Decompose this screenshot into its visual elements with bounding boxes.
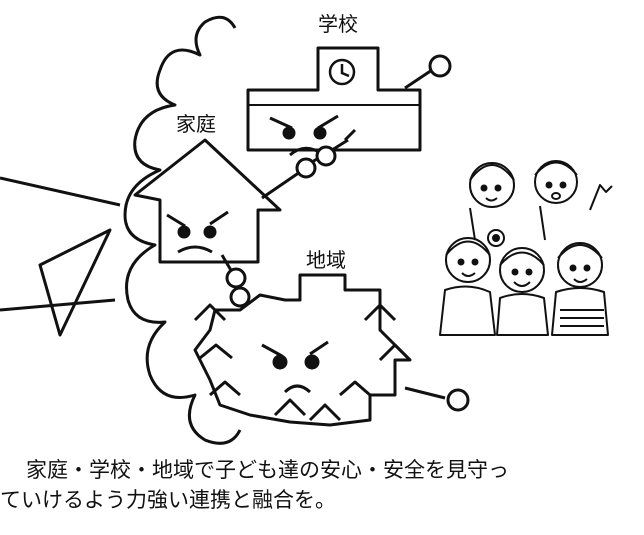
caption: 家庭・学校・地域で子ども達の安心・安全を見守っ ていけるよう力強い連携と融合を。 [0, 455, 644, 515]
home-label: 家庭 [176, 112, 216, 136]
school-label: 学校 [318, 12, 358, 36]
children-group-icon [439, 160, 613, 336]
clock-icon [328, 58, 356, 86]
illustration [0, 15, 613, 445]
community-arm [404, 386, 470, 412]
community-buildings [193, 273, 412, 427]
school-arm [404, 54, 452, 90]
school-building-icon [246, 46, 422, 152]
thought-cloud [0, 15, 242, 445]
handshake-chain-icon [261, 128, 357, 200]
angry-face-icon [261, 340, 329, 394]
community-label: 地域 [306, 248, 346, 272]
caption-line-2: ていけるよう力強い連携と融合を。 [0, 488, 336, 512]
house-icon [133, 138, 282, 264]
angry-face-icon [166, 210, 229, 254]
caption-line-1: 家庭・学校・地域で子ども達の安心・安全を見守っ [26, 458, 509, 482]
angry-face-icon [269, 114, 339, 157]
